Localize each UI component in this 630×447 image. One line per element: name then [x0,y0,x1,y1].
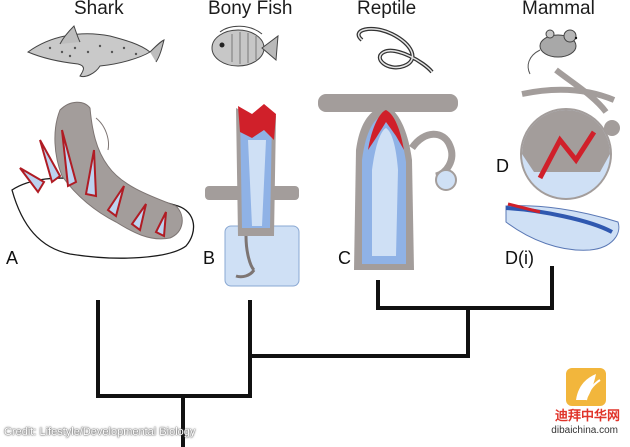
shark-jaw-panel [11,101,195,259]
watermark-text: 迪拜中华网 [554,409,620,424]
shark-illustration [26,25,165,77]
title-bony-fish: Bony Fish [208,0,293,19]
label-panel-d: D [496,156,509,176]
label-panel-a: A [6,248,19,268]
phylogenetic-tree [96,266,554,447]
snake-illustration [356,26,434,74]
title-mammal: Mammal [522,0,595,19]
title-shark: Shark [74,0,124,19]
label-panel-c: C [338,248,351,268]
reptile-tooth-panel [318,94,458,270]
bony-fish-tooth-panel [205,104,300,287]
mouse-illustration [527,29,578,75]
label-panel-b: B [203,248,216,268]
image-credit: Credit: Lifestyle/Developmental Biology [4,426,196,438]
label-panel-d-i: D(i) [505,248,534,268]
bony-fish-illustration [211,25,279,67]
watermark-url: dibaichina.com [551,425,618,436]
watermark-logo [566,368,606,406]
mammal-secondary-tooth-panel [505,202,620,251]
mammal-tooth-panel [520,67,620,200]
title-reptile: Reptile [357,0,417,19]
